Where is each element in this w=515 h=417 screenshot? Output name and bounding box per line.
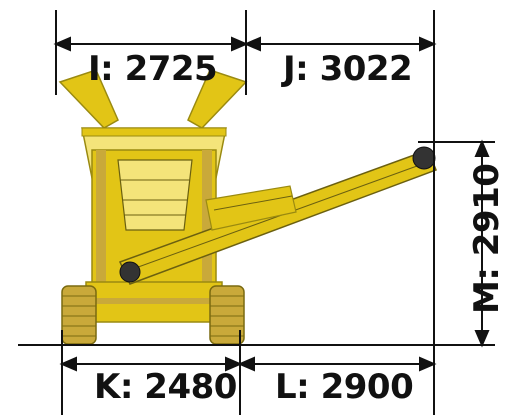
screener-machine — [58, 69, 437, 345]
hopper-rail — [81, 127, 227, 137]
head-drum — [412, 146, 436, 170]
dimension-label-m: M: 2910 — [467, 163, 507, 314]
left-hopper-flap — [58, 69, 119, 129]
dimension-label-i: I: 2725 — [88, 49, 218, 89]
screen-deck — [117, 159, 193, 231]
dimension-label-k: K: 2480 — [94, 367, 237, 407]
reference-lines — [18, 10, 495, 415]
left-post — [96, 150, 106, 290]
left-track — [61, 285, 97, 345]
tail-drum — [119, 261, 141, 283]
right-hopper-flap — [187, 69, 248, 129]
dimension-label-j: J: 3022 — [283, 49, 413, 89]
dimension-label-l: L: 2900 — [275, 367, 414, 407]
dimension-arrows — [53, 36, 490, 372]
right-post — [202, 150, 212, 290]
conveyor-support — [205, 185, 297, 231]
right-track — [209, 285, 245, 345]
